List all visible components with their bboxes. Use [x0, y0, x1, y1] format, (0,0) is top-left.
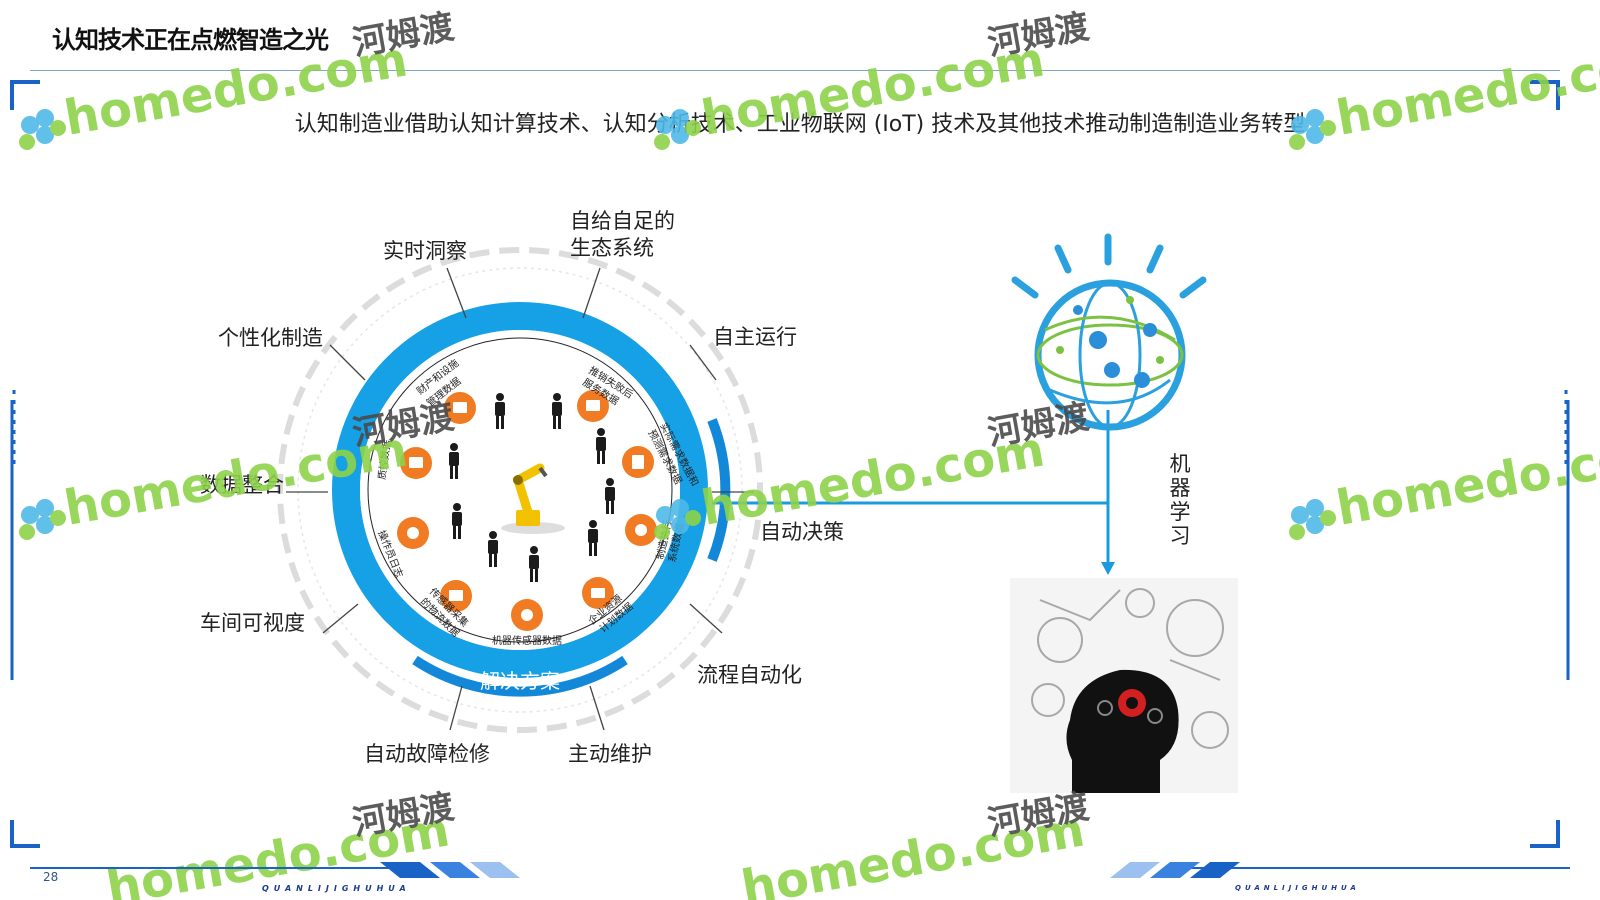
svg-text:习: 习: [1170, 524, 1191, 548]
watermark-layer: homedo.com 河姆渡 homedo.com 河姆渡 homedo.com…: [19, 7, 1600, 900]
icon-glyphs: [407, 400, 647, 621]
label-autonomous-operation: 自主运行: [713, 325, 797, 349]
arrow-head: [1101, 562, 1115, 575]
label-personalized-manufacturing: 个性化制造: [218, 326, 323, 350]
side-rails: [10, 400, 1570, 680]
ring-bottom-label: 解决方案: [480, 669, 560, 693]
outer-dotted-ring: [297, 267, 743, 713]
svg-text:homedo.com: homedo.com: [1332, 31, 1600, 146]
header-rule: [30, 70, 1560, 71]
label-auto-decision: 自动决策: [760, 520, 844, 544]
ring-bottom-accent: [412, 655, 628, 697]
page-number: 28: [43, 870, 59, 884]
robot-arm-icon: [501, 463, 565, 534]
label-process-automation: 流程自动化: [697, 663, 802, 687]
footer-code-right: QUANLIJIGHUHUA: [1235, 884, 1360, 892]
label-shopfloor-visibility: 车间可视度: [200, 611, 305, 635]
leader-lines: [286, 267, 754, 731]
outer-dashed-ring: [277, 247, 763, 733]
side-dashes: [12, 390, 1568, 470]
svg-text:机器传感器数据: 机器传感器数据: [492, 634, 562, 647]
svg-text:河姆渡: 河姆渡: [985, 7, 1092, 64]
watson-globe-icon: [1011, 233, 1207, 431]
ring-right-accent: [707, 418, 731, 562]
svg-text:河姆渡: 河姆渡: [985, 397, 1092, 454]
footer-decor: [30, 862, 1570, 878]
label-self-sufficient-2: 生态系统: [570, 236, 654, 260]
label-realtime-insight: 实时洞察: [383, 239, 467, 263]
cognition-ring: [332, 302, 708, 678]
svg-text:机: 机: [1170, 452, 1191, 476]
label-data-integration: 数据整合: [200, 473, 284, 497]
connector-arrow: [712, 410, 1110, 562]
footer-code-left: QUANLIJIGHUHUA: [262, 884, 411, 893]
label-auto-troubleshooting: 自动故障检修: [364, 742, 490, 766]
ml-head-gears-image: [1010, 578, 1238, 793]
svg-text:homedo.com: homedo.com: [1332, 421, 1600, 536]
ml-label: 机 器 学 习: [1170, 452, 1191, 548]
inner-thin-ring: [367, 337, 673, 643]
svg-text:器: 器: [1170, 476, 1191, 500]
label-proactive-maintenance: 主动维护: [568, 742, 652, 766]
worker-figures: [449, 393, 615, 582]
slide-subtitle: 认知制造业借助认知计算技术、认知分析技术、工业物联网 (IoT) 技术及其他技术…: [294, 112, 1306, 137]
ring-top-label: 认知: [499, 281, 542, 306]
frame-brackets: [10, 80, 1560, 848]
label-self-sufficient-1: 自给自足的: [570, 209, 675, 233]
svg-text:河姆渡: 河姆渡: [350, 7, 457, 64]
svg-text:学: 学: [1170, 500, 1191, 524]
slide-title: 认知技术正在点燃智造之光: [52, 26, 329, 54]
